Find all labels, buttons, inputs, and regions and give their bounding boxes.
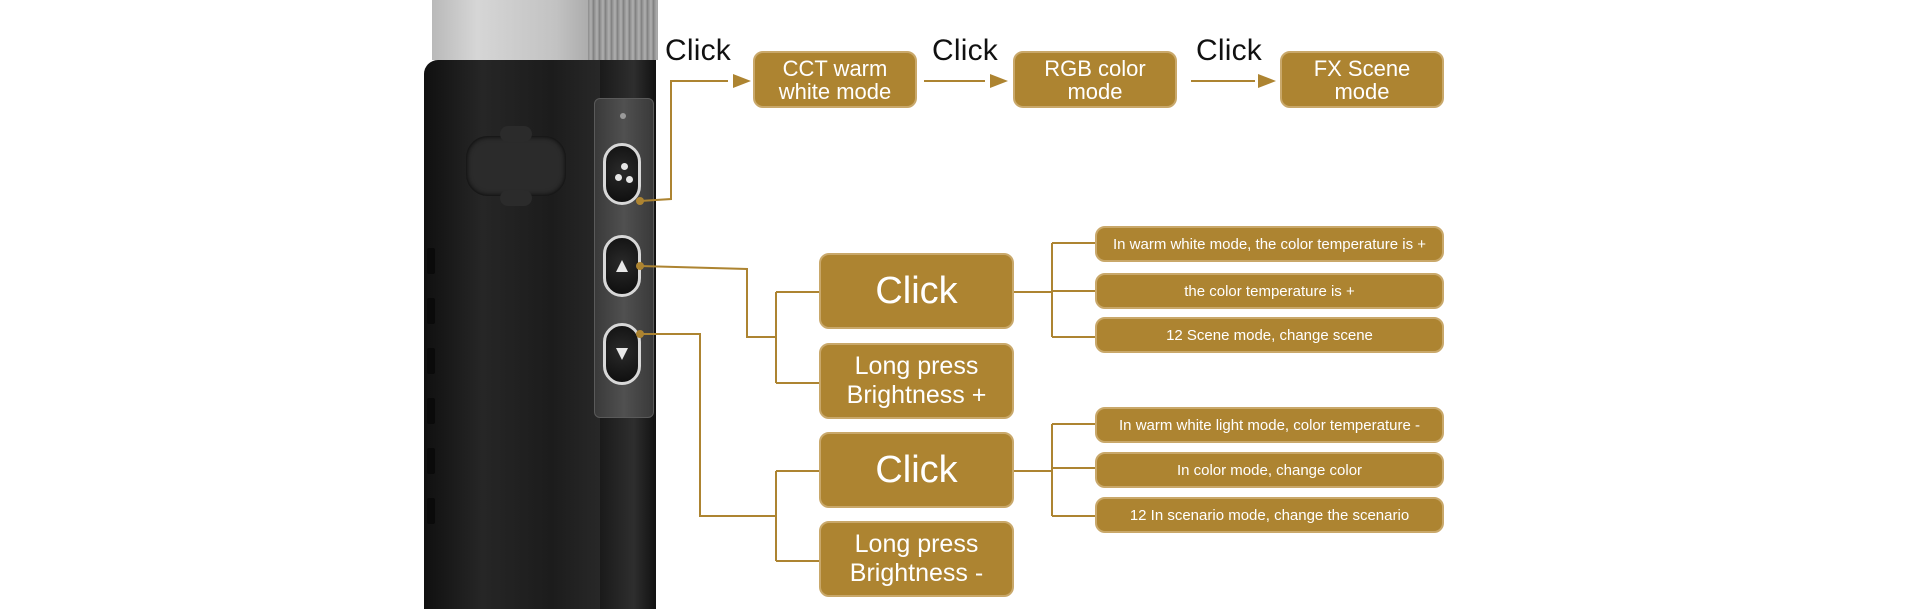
device-ribs: [588, 0, 658, 60]
arrow-right-icon: [733, 74, 751, 88]
status-led-icon: [620, 113, 626, 119]
device-notch: [427, 498, 435, 524]
connector-down-button: [640, 333, 776, 517]
connector-mode-button: [639, 80, 728, 202]
triangle-down-button-icon: [616, 348, 628, 360]
device-notch: [427, 348, 435, 374]
up-action-warm-white: In warm white mode, the color temperatur…: [1095, 226, 1444, 262]
device-notch: [427, 248, 435, 274]
click-label-mode-1: Click: [665, 34, 731, 67]
click-label-mode-3: Click: [1196, 34, 1262, 67]
long-press-line: Long press: [854, 352, 979, 380]
arrow-right-icon: [1258, 74, 1276, 88]
mode-box-line: CCT warm: [782, 55, 888, 81]
connector-up-button: [639, 265, 776, 338]
long-press-line: Brightness -: [849, 559, 984, 587]
mode-box-line: mode: [1334, 78, 1390, 104]
three-dot-mode-button-icon: [606, 146, 638, 202]
device-grip-icon: [466, 126, 566, 206]
arrow-right-icon: [990, 74, 1008, 88]
device-notch: [427, 298, 435, 324]
click-label-mode-2: Click: [932, 34, 998, 67]
mode-button[interactable]: [603, 143, 641, 205]
mode-box-line: mode: [1067, 78, 1123, 104]
device-notch: [427, 398, 435, 424]
mode-box-line: RGB color: [1044, 55, 1146, 81]
down-button[interactable]: [603, 323, 641, 385]
connector-dot: [636, 262, 644, 270]
up-click-box: Click: [819, 253, 1014, 329]
long-press-line: Brightness +: [846, 381, 987, 409]
down-action-warm-white: In warm white light mode, color temperat…: [1095, 407, 1444, 443]
mode-box-line: white mode: [778, 78, 892, 104]
up-action-color-temp: the color temperature is +: [1095, 273, 1444, 309]
mode-box-line: FX Scene: [1313, 55, 1411, 81]
up-button[interactable]: [603, 235, 641, 297]
connector-dot: [636, 197, 644, 205]
down-click-box: Click: [819, 432, 1014, 508]
device-metal-top: [432, 0, 658, 60]
triangle-up-button-icon: [616, 260, 628, 272]
connector-dot: [636, 330, 644, 338]
up-action-scene: 12 Scene mode, change scene: [1095, 317, 1444, 353]
down-action-scenario: 12 In scenario mode, change the scenario: [1095, 497, 1444, 533]
device-notch: [427, 448, 435, 474]
long-press-line: Long press: [854, 530, 979, 558]
down-action-color: In color mode, change color: [1095, 452, 1444, 488]
